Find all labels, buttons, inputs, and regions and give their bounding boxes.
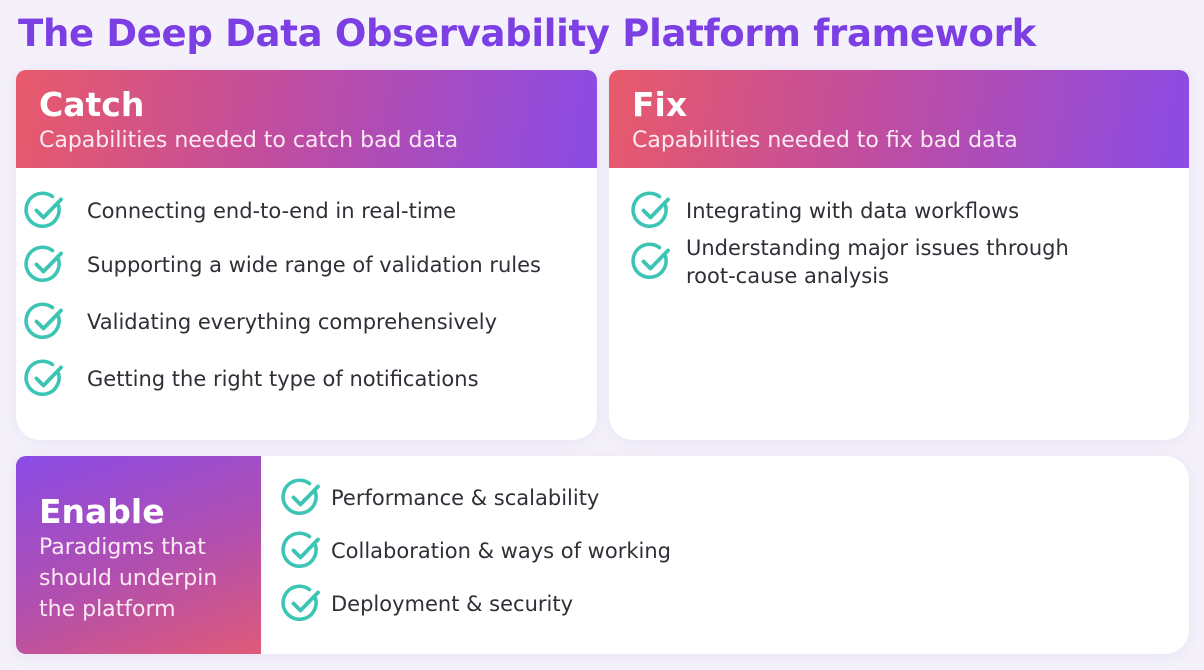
enable-item: Deployment & security <box>281 583 573 625</box>
check-circle-icon <box>281 477 323 519</box>
enable-item: Performance & scalability <box>281 477 599 519</box>
fix-item-label: Understanding major issues through root-… <box>686 236 1069 288</box>
catch-card: Catch Capabilities needed to catch bad d… <box>16 70 597 440</box>
fix-subtitle: Capabilities needed to fix bad data <box>632 128 1018 153</box>
catch-item-label: Connecting end-to-end in real-time <box>87 199 457 223</box>
check-circle-icon <box>631 190 673 232</box>
catch-header: Catch Capabilities needed to catch bad d… <box>16 70 597 168</box>
enable-item-label: Deployment & security <box>331 592 574 616</box>
check-circle-icon <box>24 358 66 400</box>
enable-card: Enable Paradigms that should underpin th… <box>16 456 1189 654</box>
page-title: The Deep Data Observability Platform fra… <box>18 12 1036 55</box>
enable-item: Collaboration & ways of working <box>281 530 671 572</box>
check-circle-icon <box>24 244 66 286</box>
fix-header: Fix Capabilities needed to fix bad data <box>609 70 1189 168</box>
fix-card: Fix Capabilities needed to fix bad data … <box>609 70 1189 440</box>
catch-item-label: Supporting a wide range of validation ru… <box>87 253 542 277</box>
catch-item: Connecting end-to-end in real-time <box>24 190 456 232</box>
catch-item-label: Validating everything comprehensively <box>87 310 498 334</box>
catch-item-label: Getting the right type of notifications <box>87 367 479 391</box>
enable-item-label: Collaboration & ways of working <box>331 539 671 563</box>
fix-item: Integrating with data workflows <box>631 190 1019 232</box>
catch-item: Getting the right type of notifications <box>24 358 479 400</box>
check-circle-icon <box>281 583 323 625</box>
check-circle-icon <box>281 530 323 572</box>
fix-item-label: Integrating with data workflows <box>686 199 1020 223</box>
enable-item-label: Performance & scalability <box>331 486 600 510</box>
fix-title: Fix <box>632 85 688 124</box>
catch-item: Supporting a wide range of validation ru… <box>24 244 541 286</box>
fix-item: Understanding major issues through root-… <box>631 234 1086 290</box>
enable-title: Enable <box>39 492 165 531</box>
catch-title: Catch <box>39 85 145 124</box>
check-circle-icon <box>24 301 66 343</box>
enable-subtitle: Paradigms that should underpin the platf… <box>39 535 218 622</box>
catch-item: Validating everything comprehensively <box>24 301 497 343</box>
enable-header: Enable Paradigms that should underpin th… <box>16 456 261 654</box>
catch-subtitle: Capabilities needed to catch bad data <box>39 128 459 153</box>
check-circle-icon <box>24 190 66 232</box>
check-circle-icon <box>631 241 673 283</box>
